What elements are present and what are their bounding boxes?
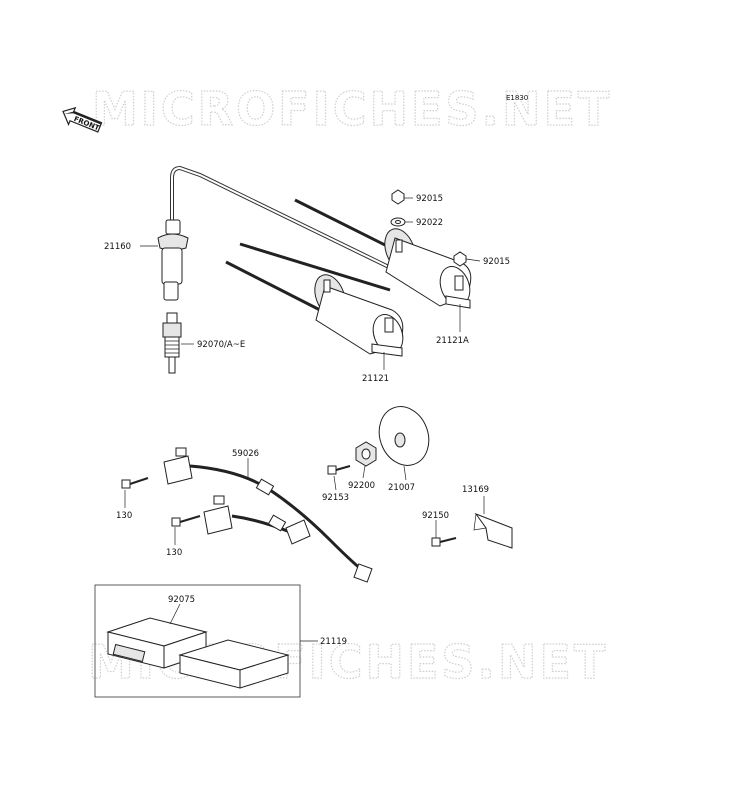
callout-59026: 59026: [232, 449, 259, 459]
igniter-cover-92075: [178, 639, 290, 689]
nut-92015-top: [391, 189, 405, 205]
callout-92022: 92022: [416, 218, 443, 228]
callout-92070: 92070/A~E: [197, 340, 245, 350]
callout-130-b: 130: [166, 548, 182, 558]
pickup-coil-harness: [163, 447, 373, 583]
callout-13169: 13169: [462, 485, 489, 495]
watermark-top: MICROFICHES.NET: [92, 82, 612, 136]
timing-rotor-21007: [378, 406, 430, 466]
bolt-130-a: [121, 477, 149, 489]
bolt-92153: [327, 465, 351, 475]
callout-92150: 92150: [422, 511, 449, 521]
callout-92153: 92153: [322, 493, 349, 503]
nut-92200: [355, 441, 377, 467]
callout-21121a: 21121A: [436, 336, 469, 346]
callout-21121: 21121: [362, 374, 389, 384]
callout-21007: 21007: [388, 483, 415, 493]
spark-plug: [162, 312, 182, 374]
callout-21119: 21119: [320, 637, 347, 647]
diagram-code: E1830: [506, 94, 528, 102]
callout-92200: 92200: [348, 481, 375, 491]
callout-130-a: 130: [116, 511, 132, 521]
bolt-92150: [431, 537, 457, 547]
washer-92022: [390, 217, 406, 227]
bracket-13169: [473, 512, 513, 549]
plug-cap-assembly: [157, 165, 396, 301]
leader-lines: [124, 197, 485, 642]
callout-92015-nut: 92015: [416, 194, 443, 204]
igniter-unit: [106, 617, 208, 669]
ignition-coil-21121a: [239, 198, 472, 309]
bolt-130-b: [171, 515, 201, 527]
ignition-coil-21121: [225, 260, 404, 357]
callout-92015-side: 92015: [483, 257, 510, 267]
callout-92075: 92075: [168, 595, 195, 605]
nut-92015-side: [453, 251, 467, 267]
callout-21160: 21160: [104, 242, 131, 252]
